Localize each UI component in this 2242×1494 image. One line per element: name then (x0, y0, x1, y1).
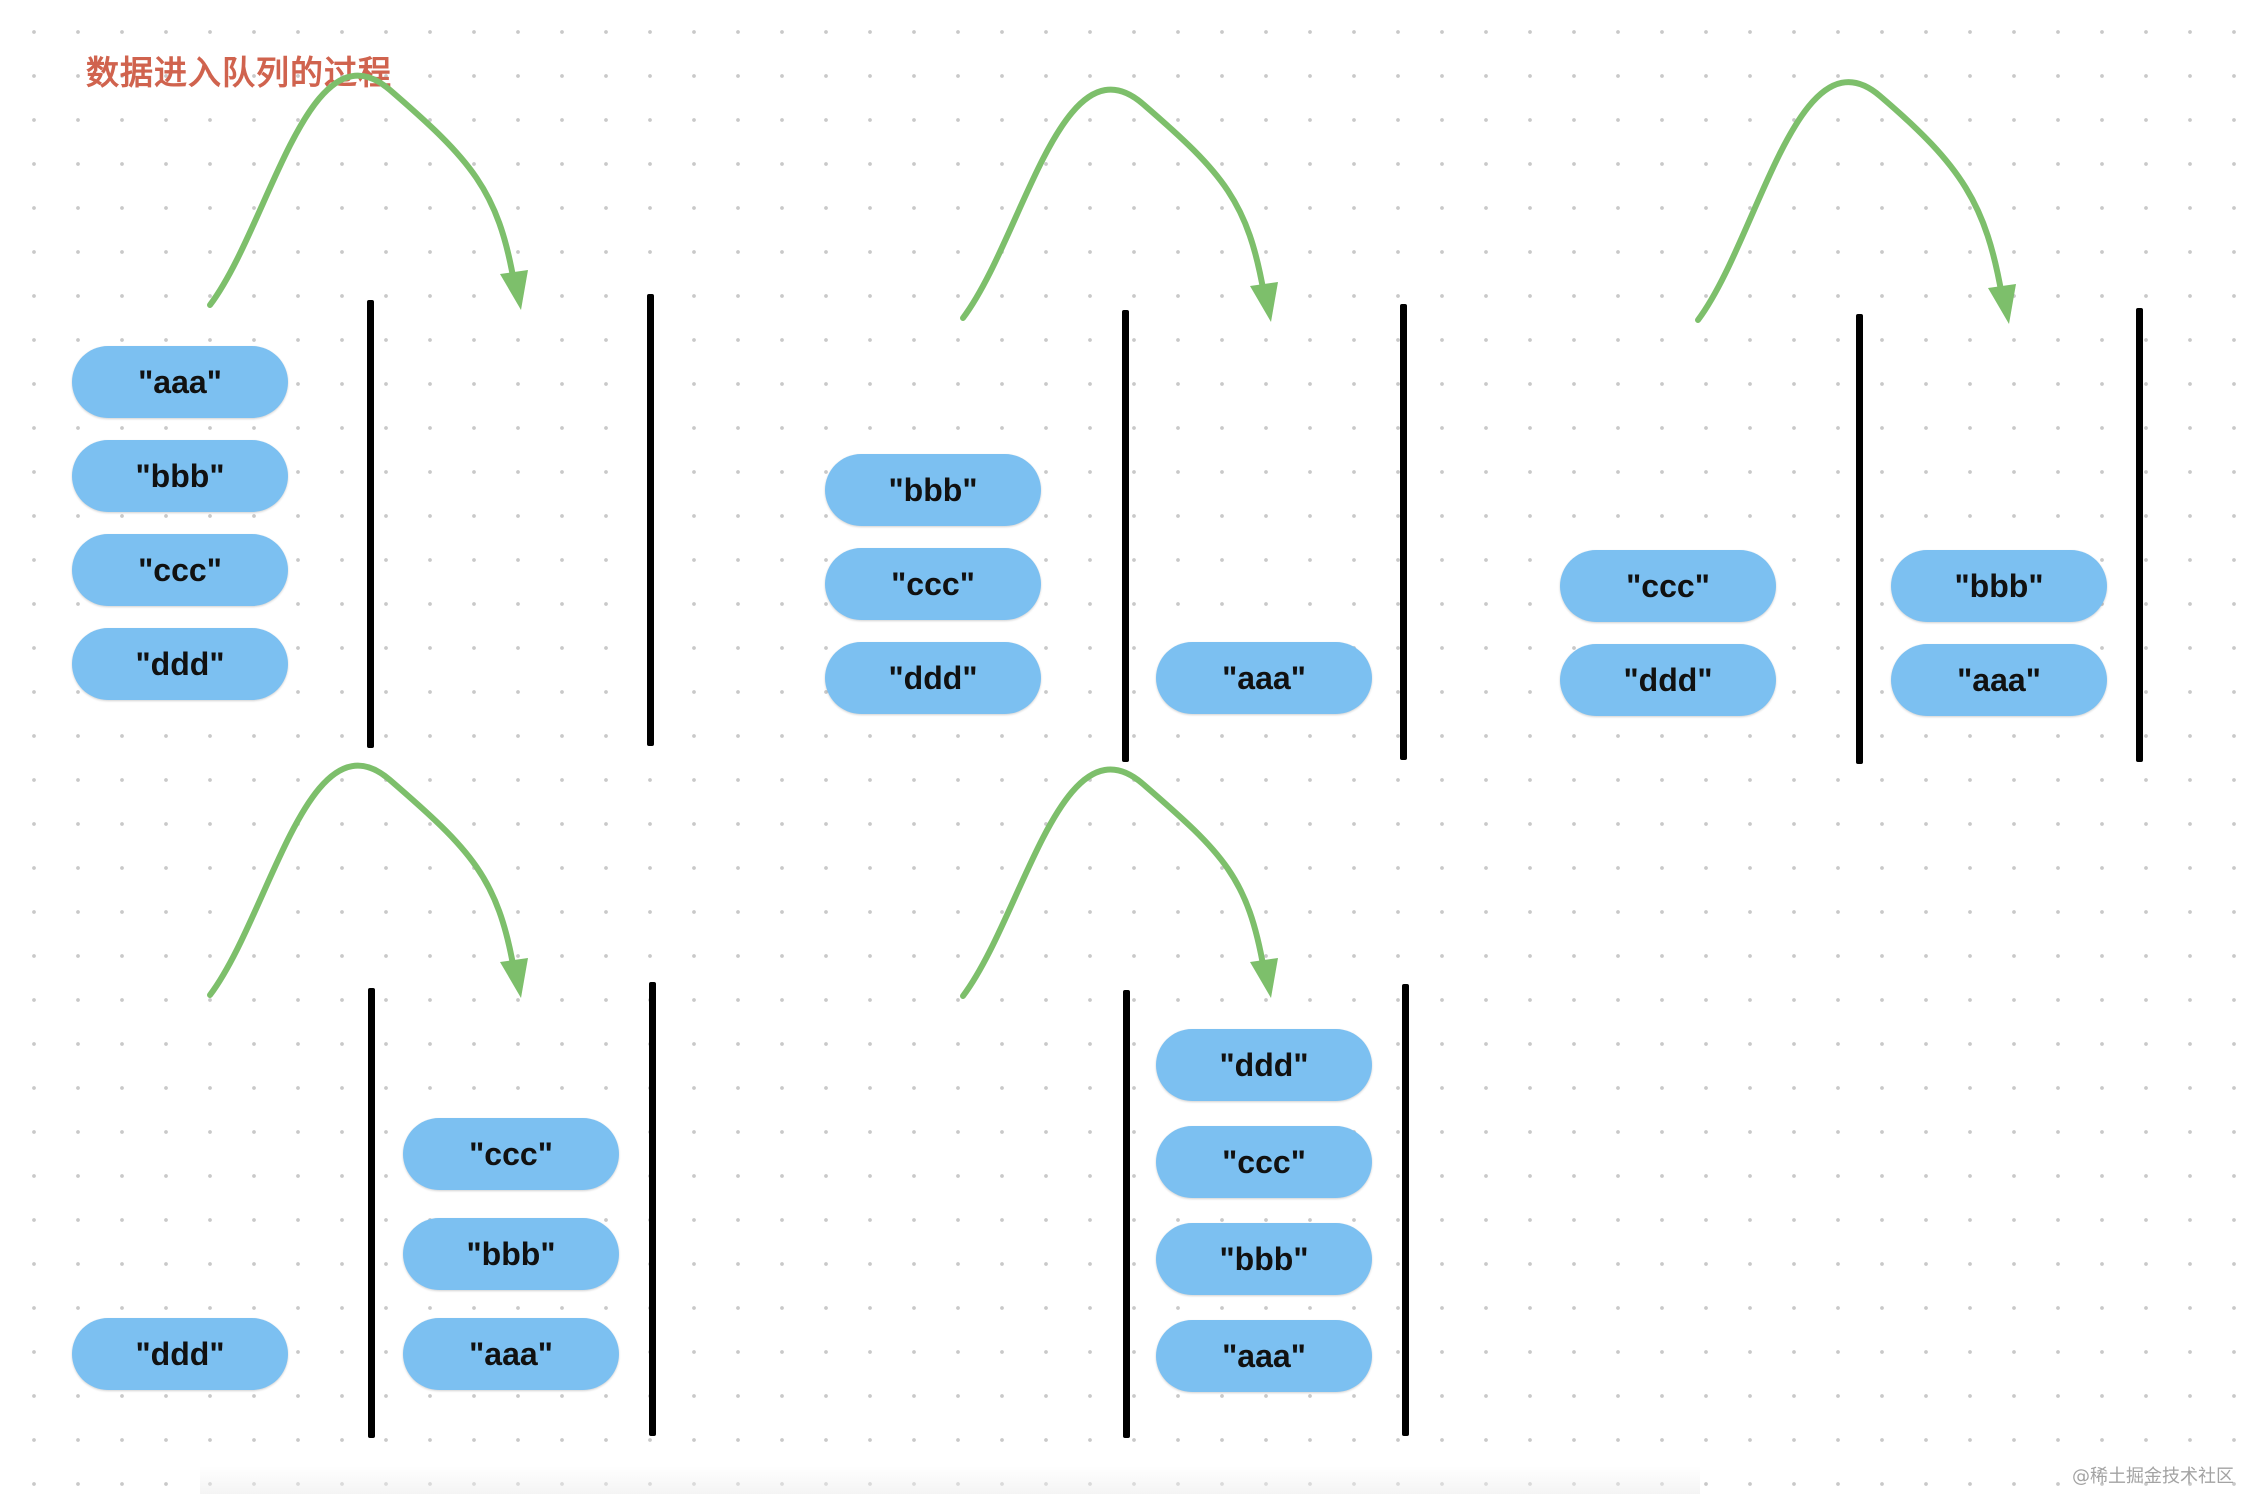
waiting-item: "ccc" (1560, 550, 1776, 622)
enqueue-arrow-5 (960, 766, 1267, 999)
queue-item: "aaa" (403, 1318, 619, 1390)
queue-item: "bbb" (1891, 550, 2107, 622)
waiting-item: "ddd" (1560, 644, 1776, 716)
waiting-item: "ccc" (825, 548, 1041, 620)
waiting-item: "bbb" (72, 440, 288, 512)
queue-right-wall-3 (2136, 308, 2143, 762)
queue-item: "bbb" (403, 1218, 619, 1290)
queue-item: "aaa" (1156, 1320, 1372, 1392)
queue-left-wall-1 (367, 300, 374, 748)
queue-item: "aaa" (1156, 642, 1372, 714)
queue-right-wall-2 (1400, 304, 1407, 760)
queue-item: "aaa" (1891, 644, 2107, 716)
queue-left-wall-3 (1856, 314, 1863, 764)
enqueue-arrowhead-4 (500, 958, 528, 998)
waiting-item: "ddd" (825, 642, 1041, 714)
queue-left-wall-5 (1123, 990, 1130, 1438)
enqueue-arrowhead-3 (1988, 284, 2016, 324)
watermark: @稀土掘金技术社区 (2072, 1466, 2234, 1487)
waiting-item: "ddd" (72, 628, 288, 700)
waiting-item: "ddd" (72, 1318, 288, 1390)
queue-right-wall-5 (1402, 984, 1409, 1436)
waiting-item: "aaa" (72, 346, 288, 418)
enqueue-arrow-1 (207, 72, 517, 308)
waiting-item: "ccc" (72, 534, 288, 606)
enqueue-arrowhead-5 (1250, 958, 1278, 998)
enqueue-arrow-2 (960, 86, 1267, 321)
queue-right-wall-1 (647, 294, 654, 746)
queue-item: "ccc" (1156, 1126, 1372, 1198)
enqueue-arrow-3 (1695, 79, 2005, 323)
enqueue-arrowhead-1 (500, 270, 528, 310)
bottom-shadow (200, 1466, 1700, 1494)
enqueue-arrow-4 (207, 762, 517, 998)
waiting-item: "bbb" (825, 454, 1041, 526)
queue-right-wall-4 (649, 982, 656, 1436)
diagram-title: 数据进入队列的过程 (86, 53, 392, 92)
queue-left-wall-2 (1122, 310, 1129, 762)
queue-item: "ddd" (1156, 1029, 1372, 1101)
queue-item: "bbb" (1156, 1223, 1372, 1295)
enqueue-arrowhead-2 (1250, 282, 1278, 322)
queue-left-wall-4 (368, 988, 375, 1438)
queue-item: "ccc" (403, 1118, 619, 1190)
